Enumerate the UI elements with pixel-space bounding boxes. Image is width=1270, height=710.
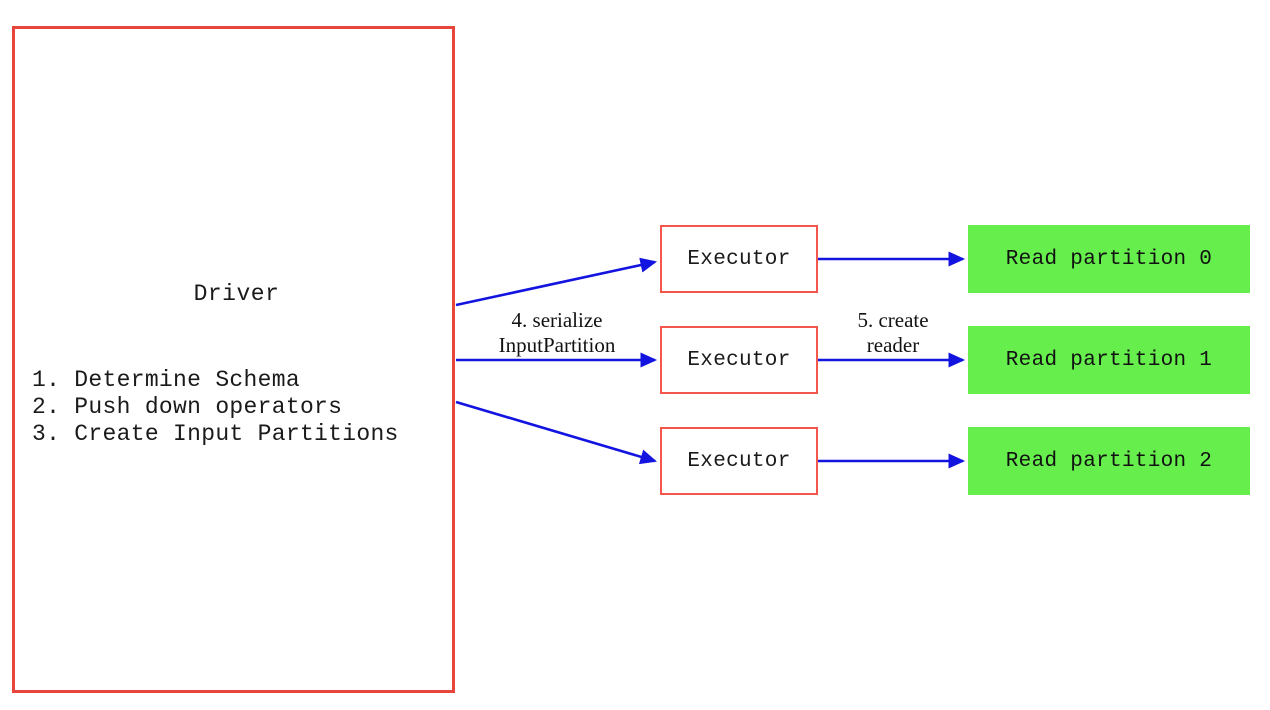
driver-steps-list: 1. Determine Schema 2. Push down operato… [32, 367, 399, 447]
partition-box-0: Read partition 0 [968, 225, 1250, 293]
executor-box-1: Executor [660, 225, 818, 293]
edge-label-serialize-line2: InputPartition [498, 333, 616, 357]
edge-label-serialize: 4. serialize InputPartition [457, 308, 657, 358]
executor-label-3: Executor [687, 449, 791, 473]
partition-label-0: Read partition 0 [1005, 247, 1213, 271]
edge-label-create-reader-line2: reader [866, 333, 920, 357]
arrow-driver-to-executor-3 [455, 400, 657, 465]
partition-box-1: Read partition 1 [968, 326, 1250, 394]
partition-label-2: Read partition 2 [1005, 449, 1213, 473]
driver-box: Driver 1. Determine Schema 2. Push down … [12, 26, 455, 693]
driver-title: Driver [193, 281, 280, 307]
executor-box-2: Executor [660, 326, 818, 394]
executor-box-3: Executor [660, 427, 818, 495]
partition-box-2: Read partition 2 [968, 427, 1250, 495]
edge-label-create-reader: 5. create reader [828, 308, 958, 358]
executor-label-1: Executor [687, 247, 791, 271]
partition-label-1: Read partition 1 [1005, 348, 1213, 372]
edge-label-serialize-line1: 4. serialize [511, 308, 603, 332]
executor-label-2: Executor [687, 348, 791, 372]
edge-label-create-reader-line1: 5. create [857, 308, 929, 332]
arrow-driver-to-executor-1 [455, 257, 658, 307]
